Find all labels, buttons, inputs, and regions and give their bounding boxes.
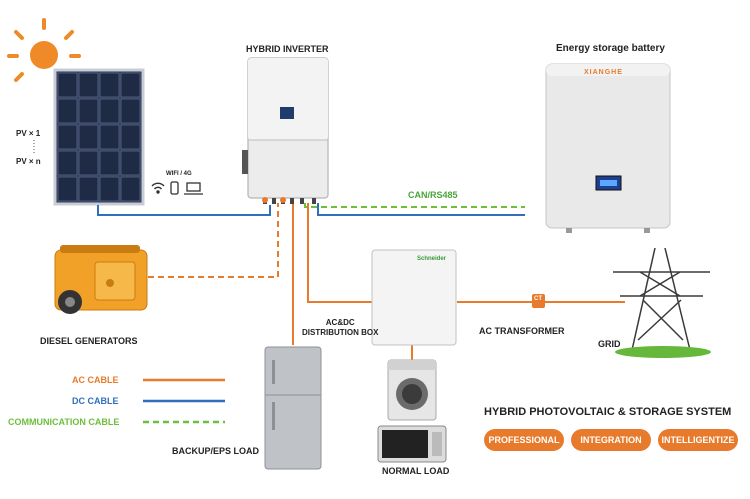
battery-brand: XIANGHE — [584, 69, 623, 76]
pv-n-label: PV × n — [16, 157, 41, 166]
normal-label: NORMAL LOAD — [382, 466, 450, 476]
ac-cable-distribution — [307, 203, 372, 303]
legend-comm-label: COMMUNICATION CABLE — [8, 417, 120, 427]
grass — [615, 346, 711, 358]
distribution-brand: Schneider — [417, 256, 447, 262]
ct-sensor — [532, 294, 545, 308]
battery-label: Energy storage battery — [556, 43, 665, 54]
backup-label: BACKUP/EPS LOAD — [172, 446, 260, 456]
phone-icon — [170, 181, 179, 195]
microwave — [377, 425, 447, 463]
legend-ac-label: AC CABLE — [72, 375, 119, 385]
energy-storage-battery — [545, 63, 671, 233]
pill-professional: PROFESSIONAL — [484, 429, 564, 451]
system-title: HYBRID PHOTOVOLTAIC & STORAGE SYSTEM — [484, 406, 732, 418]
diesel-generator — [54, 245, 148, 314]
ac-cable-diesel — [148, 203, 279, 278]
diesel-label: DIESEL GENERATORS — [40, 336, 138, 346]
grid-tower — [613, 247, 710, 351]
comm-cable — [304, 203, 525, 208]
transformer-label: AC TRANSFORMER — [479, 326, 565, 336]
sun-icon — [7, 18, 81, 82]
dc-cable-battery — [317, 203, 525, 216]
grid-label: GRID — [598, 339, 621, 349]
washing-machine — [387, 359, 437, 421]
backup-load-fridge — [264, 346, 322, 470]
pill-integration: INTEGRATION — [571, 429, 651, 451]
pv-1-label: PV × 1 — [16, 129, 41, 138]
dc-cable-pv — [97, 205, 271, 216]
distribution-box — [371, 249, 457, 346]
can-label: CAN/RS485 — [408, 190, 458, 200]
solar-panel — [53, 68, 145, 206]
wifi-icon — [151, 182, 165, 194]
ct-label: CT — [534, 296, 542, 302]
distribution-label: AC&DC DISTRIBUTION BOX — [302, 318, 379, 337]
legend-dc-label: DC CABLE — [72, 396, 119, 406]
hybrid-inverter — [242, 57, 329, 204]
laptop-icon — [184, 182, 203, 195]
wifi-label: WIFI / 4G — [166, 171, 192, 177]
pill-intelligentize: INTELLIGENTIZE — [658, 429, 738, 451]
hybrid-inverter-label: HYBRID INVERTER — [246, 44, 329, 54]
